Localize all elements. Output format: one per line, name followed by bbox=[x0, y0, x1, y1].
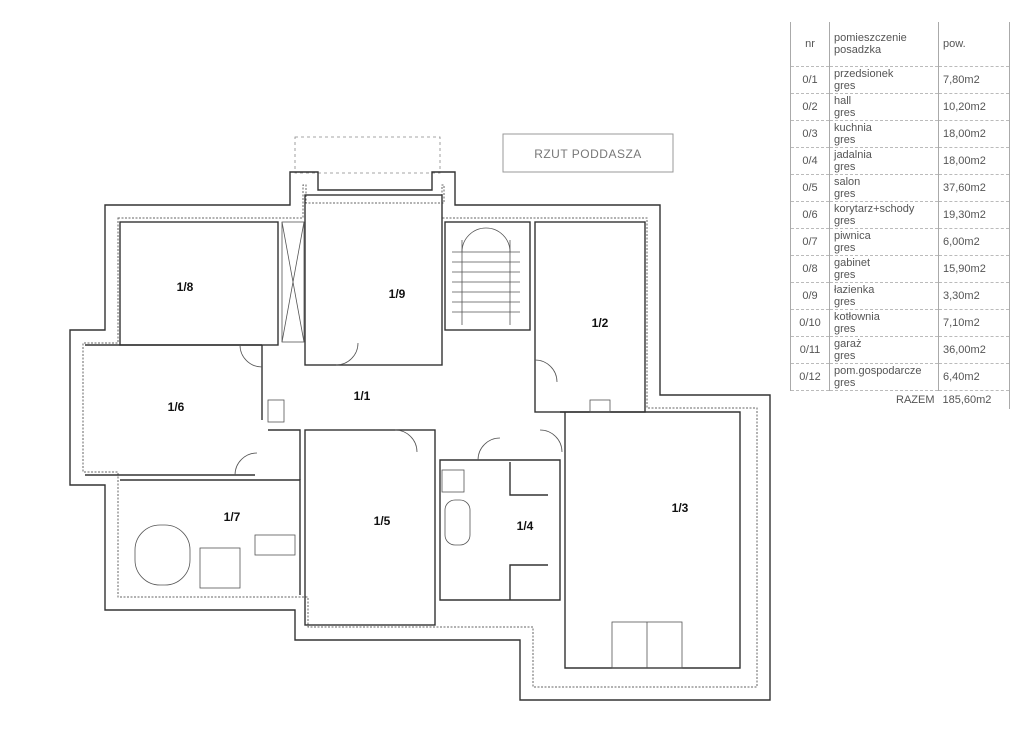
row-area: 37,60m2 bbox=[938, 174, 1010, 202]
total-label: RAZEM bbox=[896, 394, 935, 406]
row-area: 18,00m2 bbox=[938, 120, 1010, 148]
row-nr: 0/3 bbox=[790, 120, 830, 148]
floor-type: gres bbox=[834, 323, 856, 335]
floor-type: gres bbox=[834, 215, 856, 227]
row-area: 15,90m2 bbox=[938, 255, 1010, 283]
floor-type: gres bbox=[834, 80, 856, 92]
header-nr: nr bbox=[790, 22, 830, 67]
floor-type: gres bbox=[834, 107, 856, 119]
room-name: hall bbox=[834, 95, 852, 107]
floor-type: gres bbox=[834, 269, 856, 281]
floor-type: gres bbox=[834, 242, 856, 254]
floor-type: gres bbox=[834, 161, 856, 173]
staircase bbox=[452, 227, 520, 325]
row-area: 6,00m2 bbox=[938, 228, 1010, 256]
row-area: 3,30m2 bbox=[938, 282, 1010, 310]
room-label-1-3: 1/3 bbox=[672, 501, 689, 515]
row-area: 7,10m2 bbox=[938, 309, 1010, 337]
plan-title-box bbox=[502, 133, 674, 173]
room-name: łazienka bbox=[834, 284, 875, 296]
room-label-1-2: 1/2 bbox=[592, 316, 609, 330]
room-label-1-1: 1/1 bbox=[354, 389, 371, 403]
header-floor-label: posadzka bbox=[834, 44, 882, 56]
room-name: korytarz+schody bbox=[834, 203, 915, 215]
row-area: 18,00m2 bbox=[938, 147, 1010, 175]
room-name: kuchnia bbox=[834, 122, 872, 134]
row-nr: 0/12 bbox=[790, 363, 830, 391]
row-nr: 0/1 bbox=[790, 66, 830, 94]
room-label-1-6: 1/6 bbox=[168, 400, 185, 414]
row-area: 7,80m2 bbox=[938, 66, 1010, 94]
row-nr: 0/9 bbox=[790, 282, 830, 310]
room-name: salon bbox=[834, 176, 861, 188]
row-area: 19,30m2 bbox=[938, 201, 1010, 229]
row-area: 36,00m2 bbox=[938, 336, 1010, 364]
room-label-1-4: 1/4 bbox=[517, 519, 534, 533]
room-name: kotłownia bbox=[834, 311, 880, 323]
room-name: pom.gospodarcze bbox=[834, 365, 922, 377]
outer-walls bbox=[69, 171, 771, 701]
floor-type: gres bbox=[834, 377, 856, 389]
room-label-1-7: 1/7 bbox=[224, 510, 241, 524]
row-nr: 0/7 bbox=[790, 228, 830, 256]
room-label-1-5: 1/5 bbox=[374, 514, 391, 528]
room-label-1-9: 1/9 bbox=[389, 287, 406, 301]
row-area: 10,20m2 bbox=[938, 93, 1010, 121]
row-nr: 0/11 bbox=[790, 336, 830, 364]
floor-type: gres bbox=[834, 134, 856, 146]
room-name: piwnica bbox=[834, 230, 871, 242]
plan-title: RZUT PODDASZA bbox=[534, 147, 642, 161]
header-room-label: pomieszczenie bbox=[834, 32, 907, 44]
row-nr: 0/2 bbox=[790, 93, 830, 121]
room-label-1-8: 1/8 bbox=[177, 280, 194, 294]
room-name: jadalnia bbox=[834, 149, 872, 161]
row-nr: 0/10 bbox=[790, 309, 830, 337]
row-area: 6,40m2 bbox=[938, 363, 1010, 391]
total-area: 185,60m2 bbox=[938, 390, 1010, 409]
row-nr: 0/4 bbox=[790, 147, 830, 175]
room-name: gabinet bbox=[834, 257, 871, 269]
room-name: garaż bbox=[834, 338, 862, 350]
floor-type: gres bbox=[834, 350, 856, 362]
floor-type: gres bbox=[834, 188, 856, 200]
interior-walls bbox=[85, 194, 741, 669]
bathroom-fixtures bbox=[134, 399, 683, 669]
room-name: przedsionek bbox=[834, 68, 894, 80]
balcony bbox=[294, 136, 441, 174]
row-nr: 0/6 bbox=[790, 201, 830, 229]
row-nr: 0/5 bbox=[790, 174, 830, 202]
row-nr: 0/8 bbox=[790, 255, 830, 283]
door-swings bbox=[234, 342, 563, 476]
header-area: pow. bbox=[938, 22, 1010, 67]
floor-type: gres bbox=[834, 296, 856, 308]
